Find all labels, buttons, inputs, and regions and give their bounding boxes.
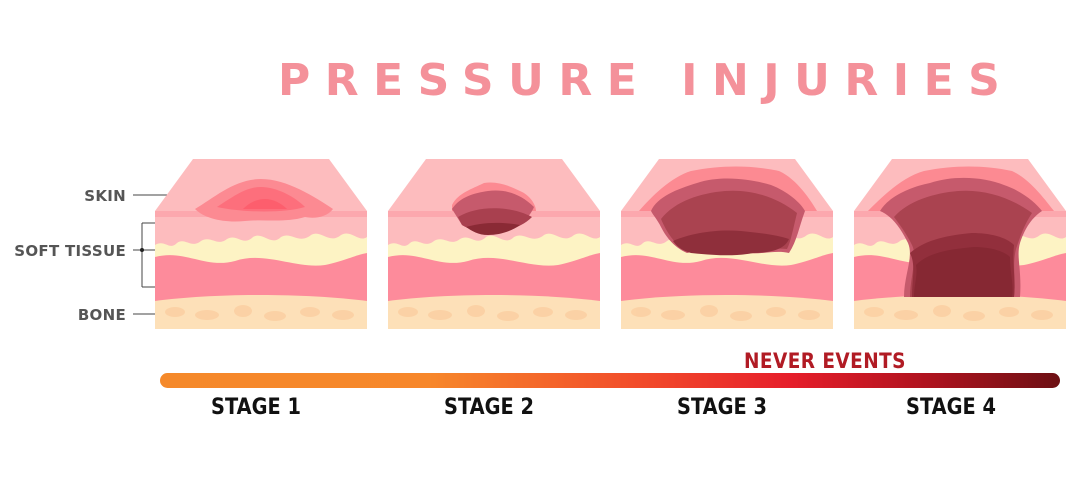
stage-2-illustration [388,157,600,329]
page-title: PRESSURE INJURIES [278,55,1015,106]
stage-3-label: STAGE 3 [677,395,767,420]
stage-2-label: STAGE 2 [444,395,534,420]
stage-4-illustration [854,157,1066,329]
legend-bone-label: BONE [77,306,126,324]
stage-3-illustration [621,157,833,329]
stage-1-label: STAGE 1 [211,395,301,420]
stage-4-label: STAGE 4 [906,395,996,420]
stage-1-illustration [155,157,367,329]
never-events-label: NEVER EVENTS [744,349,906,373]
severity-gradient-bar [160,373,1060,388]
legend-soft-tissue-label: SOFT TISSUE [14,242,126,260]
legend-skin-label: SKIN [84,187,126,205]
